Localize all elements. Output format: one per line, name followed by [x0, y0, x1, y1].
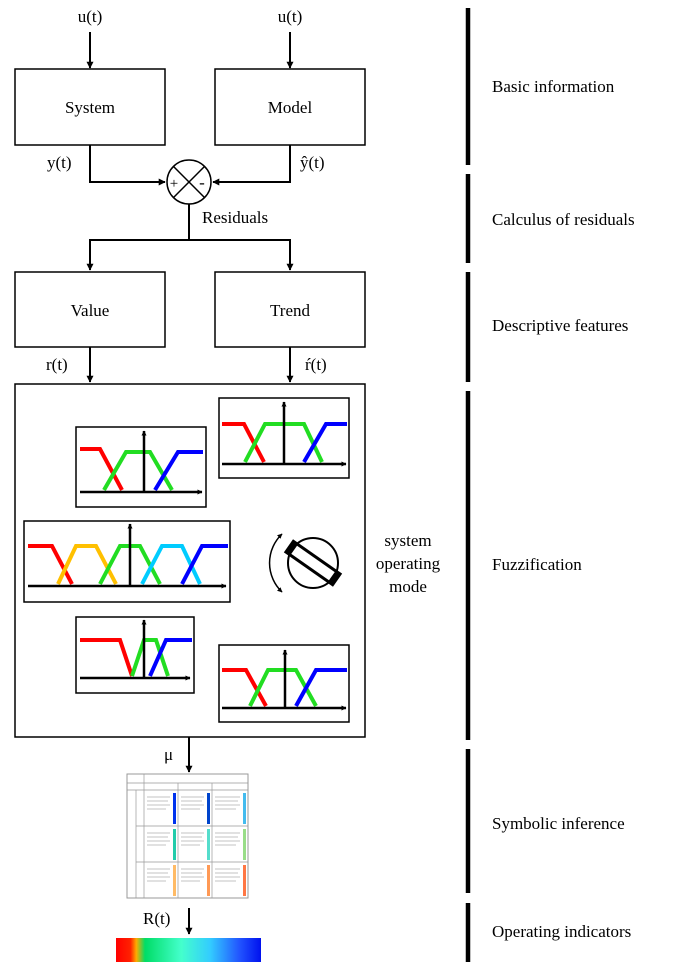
model-block — [214, 68, 366, 146]
operating-mode-line1: system — [384, 531, 431, 550]
signal-yhat: ŷ(t) — [300, 153, 325, 172]
arrow-residuals-to-value — [86, 204, 190, 271]
trend-block — [214, 271, 366, 348]
residuals-label: Residuals — [202, 208, 268, 227]
stage-calculus-of-residuals: Calculus of residuals — [492, 210, 635, 229]
system-block — [14, 68, 166, 146]
stage-symbolic-inference: Symbolic inference — [492, 814, 625, 833]
stage-fuzzification: Fuzzification — [492, 555, 582, 574]
value-block — [14, 271, 166, 348]
trend-label: Trend — [270, 301, 310, 320]
arrow-y-to-comparator — [89, 145, 166, 186]
signal-R: R(t) — [143, 909, 170, 928]
membership-chart-1 — [75, 426, 207, 508]
signal-rdot: ŕ(t) — [305, 355, 327, 374]
stage-operating-indicators: Operating indicators — [492, 922, 631, 941]
input-label-left: u(t) — [78, 7, 103, 26]
stage-basic-information: Basic information — [492, 77, 615, 96]
arrow-yhat-to-comparator — [212, 145, 291, 186]
comparator-plus: + — [170, 176, 178, 192]
membership-chart-4 — [75, 616, 195, 694]
membership-chart-2 — [218, 397, 350, 479]
operating-mode-switch-icon — [268, 533, 343, 593]
signal-mu: μ — [164, 745, 173, 764]
comparator-minus: - — [199, 173, 205, 192]
system-label: System — [65, 98, 115, 117]
operating-mode-line3: mode — [389, 577, 427, 596]
signal-r: r(t) — [46, 355, 68, 374]
arrow-residuals-to-trend — [189, 239, 294, 271]
stage-descriptive-features: Descriptive features — [492, 316, 628, 335]
signal-y: y(t) — [47, 153, 72, 172]
input-label-right: u(t) — [278, 7, 303, 26]
membership-chart-5 — [218, 644, 350, 723]
operating-indicator-gradient-bar — [116, 938, 261, 962]
rule-table-thumbnail — [126, 773, 249, 899]
membership-chart-3 — [23, 520, 231, 603]
value-label: Value — [71, 301, 110, 320]
model-label: Model — [268, 98, 313, 117]
operating-mode-line2: operating — [376, 554, 441, 573]
